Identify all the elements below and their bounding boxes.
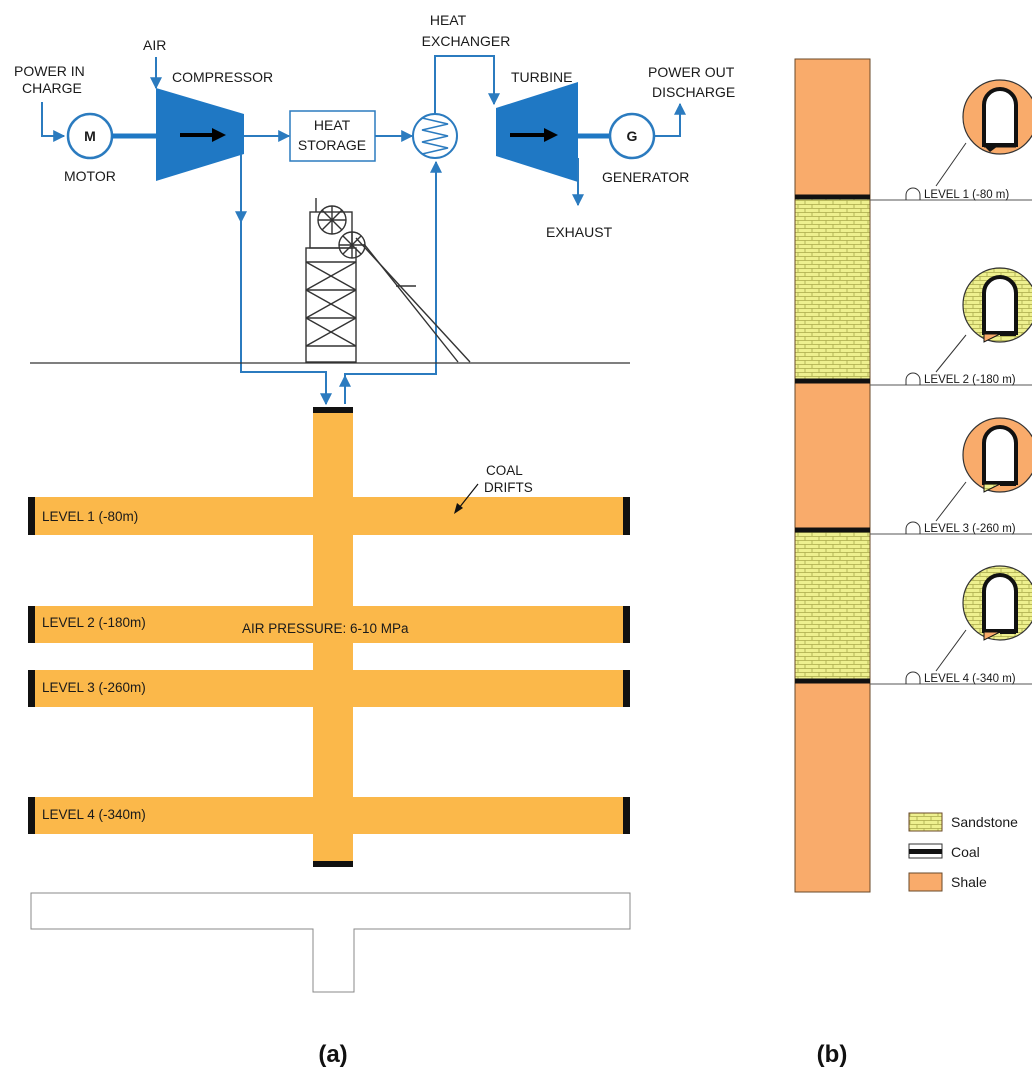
legend-sandstone: Sandstone <box>951 814 1018 830</box>
layer-sandstone-2 <box>794 529 871 682</box>
air-pressure-label: AIR PRESSURE: 6-10 MPa <box>242 621 409 636</box>
tunnel-section-1 <box>962 79 1032 155</box>
column-level-4-label: LEVEL 4 (-340 m) <box>924 673 1016 685</box>
power-in-line <box>41 102 66 142</box>
column-level-2-label: LEVEL 2 (-180 m) <box>924 374 1016 386</box>
layer-shale-2 <box>794 380 871 531</box>
compressor-label: COMPRESSOR <box>172 69 273 85</box>
lower-drift-outline <box>30 892 631 993</box>
power-out-line <box>654 102 686 137</box>
heat-storage-label: HEAT <box>314 117 351 133</box>
heat-exchanger-label: HEAT <box>430 12 467 28</box>
heat-exchanger-label-2: EXCHANGER <box>422 33 511 49</box>
column-level-1-label: LEVEL 1 (-80 m) <box>924 189 1009 201</box>
headframe-icon <box>305 198 471 363</box>
tunnel-icon <box>905 187 921 200</box>
generator-label: GENERATOR <box>602 169 689 185</box>
mine-cross-section: LEVEL 1 (-80m) LEVEL 2 (-180m) LEVEL 3 (… <box>28 407 631 993</box>
drift-level-2 <box>31 606 629 643</box>
column-level-3-label: LEVEL 3 (-260 m) <box>924 523 1016 535</box>
layer-shale-1 <box>794 58 871 198</box>
drift-level-4 <box>31 797 629 834</box>
drift-level-3 <box>31 670 629 707</box>
compressed-air-outlet <box>344 160 442 404</box>
level-1-label: LEVEL 1 (-80m) <box>42 509 138 524</box>
generator-symbol: G <box>627 128 638 144</box>
surface-plant: POWER IN CHARGE M MOTOR AIR COMPRESSOR H… <box>14 12 735 406</box>
layer-sandstone-1 <box>794 196 871 382</box>
legend-shale: Shale <box>951 874 987 890</box>
motor-symbol: M <box>84 128 96 144</box>
legend-shale-swatch <box>908 872 943 892</box>
level-2-label: LEVEL 2 (-180m) <box>42 615 146 630</box>
coal-drifts-label: COAL <box>486 463 523 478</box>
level-4-label: LEVEL 4 (-340m) <box>42 807 146 822</box>
legend-sandstone-swatch <box>908 812 943 832</box>
exhaust-label: EXHAUST <box>546 224 613 240</box>
tunnel-icon <box>905 671 921 684</box>
tunnel-icon <box>905 372 921 385</box>
drift-level-1 <box>31 497 629 535</box>
power-in-label-2: CHARGE <box>22 80 82 96</box>
level-3-label: LEVEL 3 (-260m) <box>42 680 146 695</box>
tunnel-section-2 <box>962 267 1032 343</box>
tunnel-section-4 <box>962 565 1032 641</box>
legend: Sandstone Coal Shale <box>908 812 1018 892</box>
legend-coal: Coal <box>951 844 980 860</box>
layer-shale-3 <box>794 680 871 893</box>
caption-b: (b) <box>817 1041 848 1068</box>
tunnel-section-3 <box>962 417 1032 493</box>
coal-drifts-label-2: DRIFTS <box>484 480 533 495</box>
turbine-icon <box>496 82 578 182</box>
caption-a: (a) <box>318 1041 347 1068</box>
heat-storage-label-2: STORAGE <box>298 137 366 153</box>
power-in-label: POWER IN <box>14 63 85 79</box>
motor-label: MOTOR <box>64 168 116 184</box>
compressed-air-inlet <box>240 154 332 406</box>
stratigraphic-column <box>794 58 871 893</box>
power-out-label-2: DISCHARGE <box>652 84 735 100</box>
exchanger-to-turbine <box>434 55 500 114</box>
air-label: AIR <box>143 37 166 53</box>
power-out-label: POWER OUT <box>648 64 735 80</box>
heat-storage-box <box>289 110 376 162</box>
tunnel-icon <box>905 521 921 534</box>
turbine-label: TURBINE <box>511 69 572 85</box>
column-level-markers: LEVEL 1 (-80 m) LEVEL 2 (-180 m) LEVEL 3… <box>870 142 1032 685</box>
